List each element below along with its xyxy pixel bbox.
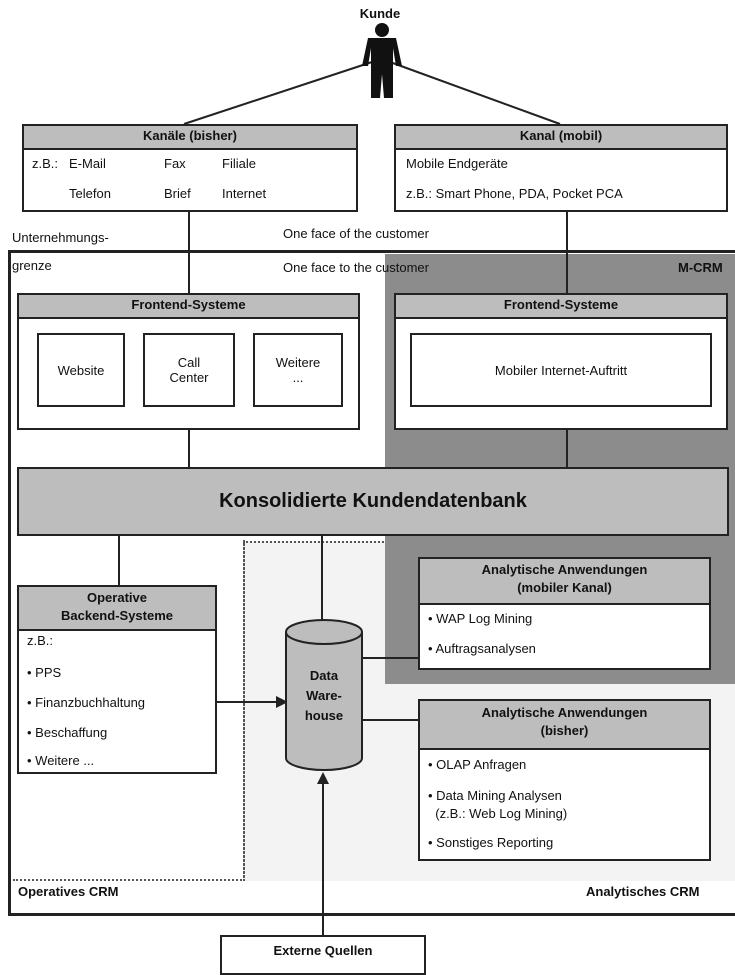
boundary-label-1: Unternehmungs- bbox=[12, 230, 109, 245]
frontend-right-title: Frontend-Systeme bbox=[396, 295, 726, 319]
frontend-callcenter-line2: Center bbox=[169, 370, 209, 385]
external-sources-label: Externe Quellen bbox=[273, 943, 373, 958]
backend-prefix: z.B.: bbox=[27, 633, 54, 648]
analytics-mobile-title-line2: (mobiler Kanal) bbox=[517, 580, 612, 595]
arrowhead-external bbox=[317, 772, 329, 784]
analytics-old-item-reporting: • Sonstiges Reporting bbox=[428, 835, 554, 850]
analytics-old-item-mining: • Data Mining Analysen (z.B.: Web Log Mi… bbox=[428, 788, 568, 821]
frontend-website-label: Website bbox=[57, 362, 105, 378]
external-sources-box: Externe Quellen bbox=[220, 935, 426, 975]
customer-database: Konsolidierte Kundendatenbank bbox=[17, 467, 729, 536]
backend-item-fibu: • Finanzbuchhaltung bbox=[27, 695, 146, 710]
face-to-customer: One face to the customer bbox=[283, 260, 429, 275]
data-warehouse-label: Data Ware- house bbox=[304, 668, 344, 723]
backend-item-pps: • PPS bbox=[27, 665, 62, 680]
frontend-callcenter: Call Center bbox=[143, 333, 235, 407]
analytics-old-title: Analytische Anwendungen (bisher) bbox=[420, 701, 709, 750]
analytics-old-item-olap: • OLAP Anfragen bbox=[428, 757, 527, 772]
line-customer-left bbox=[183, 61, 373, 125]
frontend-mobile-internet: Mobiler Internet-Auftritt bbox=[410, 333, 712, 407]
channels-old-box: Kanäle (bisher) z.B.: E-Mail Fax Filiale… bbox=[22, 124, 358, 212]
analytics-mobile-title: Analytische Anwendungen (mobiler Kanal) bbox=[420, 559, 709, 605]
boundary-label-2: grenze bbox=[12, 258, 52, 273]
backend-item-weitere: • Weitere ... bbox=[27, 753, 95, 768]
face-of-customer: One face of the customer bbox=[283, 226, 429, 241]
channel-mobile-line2: z.B.: Smart Phone, PDA, Pocket PCA bbox=[406, 186, 623, 201]
channels-old-prefix: z.B.: bbox=[32, 156, 59, 171]
frontend-callcenter-line1: Call bbox=[177, 355, 201, 370]
analytics-old-title-line2: (bisher) bbox=[540, 723, 589, 738]
enterprise-boundary bbox=[8, 250, 735, 916]
channel-fax: Fax bbox=[164, 156, 186, 171]
frontend-left-box: Frontend-Systeme Website Call Center Wei… bbox=[17, 293, 360, 430]
frontend-right-box: Frontend-Systeme Mobiler Internet-Auftri… bbox=[394, 293, 728, 430]
arrowhead-backend bbox=[276, 696, 288, 708]
customer-label: Kunde bbox=[359, 6, 401, 21]
backend-box: Operative Backend-Systeme z.B.: • PPS • … bbox=[17, 585, 217, 774]
analytics-mobile-item-2: • Auftragsanalysen bbox=[428, 641, 536, 656]
channels-old-title: Kanäle (bisher) bbox=[24, 126, 356, 150]
channel-telefon: Telefon bbox=[69, 186, 111, 201]
customer-database-label: Konsolidierte Kundendatenbank bbox=[219, 490, 527, 512]
frontend-weitere-line1: Weitere bbox=[275, 355, 321, 370]
analytics-mobile-item-1: • WAP Log Mining bbox=[428, 611, 533, 626]
channel-email: E-Mail bbox=[69, 156, 106, 171]
channel-mobile-title: Kanal (mobil) bbox=[396, 126, 726, 150]
backend-title: Operative Backend-Systeme bbox=[19, 587, 215, 631]
analytics-mobile-box: Analytische Anwendungen (mobiler Kanal) … bbox=[418, 557, 711, 670]
customer-person-icon bbox=[362, 23, 402, 98]
channel-internet: Internet bbox=[222, 186, 267, 201]
backend-item-beschaffung: • Beschaffung bbox=[27, 725, 108, 740]
channel-mobile-box: Kanal (mobil) Mobile Endgeräte z.B.: Sma… bbox=[394, 124, 728, 212]
data-warehouse-cylinder bbox=[285, 619, 363, 771]
analytics-old-box: Analytische Anwendungen (bisher) • OLAP … bbox=[418, 699, 711, 861]
analytics-mobile-title-line1: Analytische Anwendungen bbox=[481, 562, 648, 577]
operative-crm-area bbox=[13, 540, 245, 881]
channel-mobile-line1: Mobile Endgeräte bbox=[406, 156, 508, 171]
channel-brief: Brief bbox=[164, 186, 191, 201]
backend-title-line2: Backend-Systeme bbox=[61, 608, 173, 623]
channel-filiale: Filiale bbox=[222, 156, 256, 171]
frontend-website: Website bbox=[37, 333, 125, 407]
mcrm-label: M-CRM bbox=[678, 260, 723, 275]
frontend-mobile-internet-label: Mobiler Internet-Auftritt bbox=[494, 362, 628, 378]
analytisches-crm-label: Analytisches CRM bbox=[586, 884, 700, 899]
operatives-crm-label: Operatives CRM bbox=[18, 884, 119, 899]
line-customer-right bbox=[389, 61, 561, 125]
frontend-weitere: Weitere ... bbox=[253, 333, 343, 407]
analytics-old-title-line1: Analytische Anwendungen bbox=[481, 705, 648, 720]
frontend-left-title: Frontend-Systeme bbox=[19, 295, 358, 319]
backend-title-line1: Operative bbox=[87, 590, 147, 605]
frontend-weitere-line2: ... bbox=[292, 370, 304, 385]
